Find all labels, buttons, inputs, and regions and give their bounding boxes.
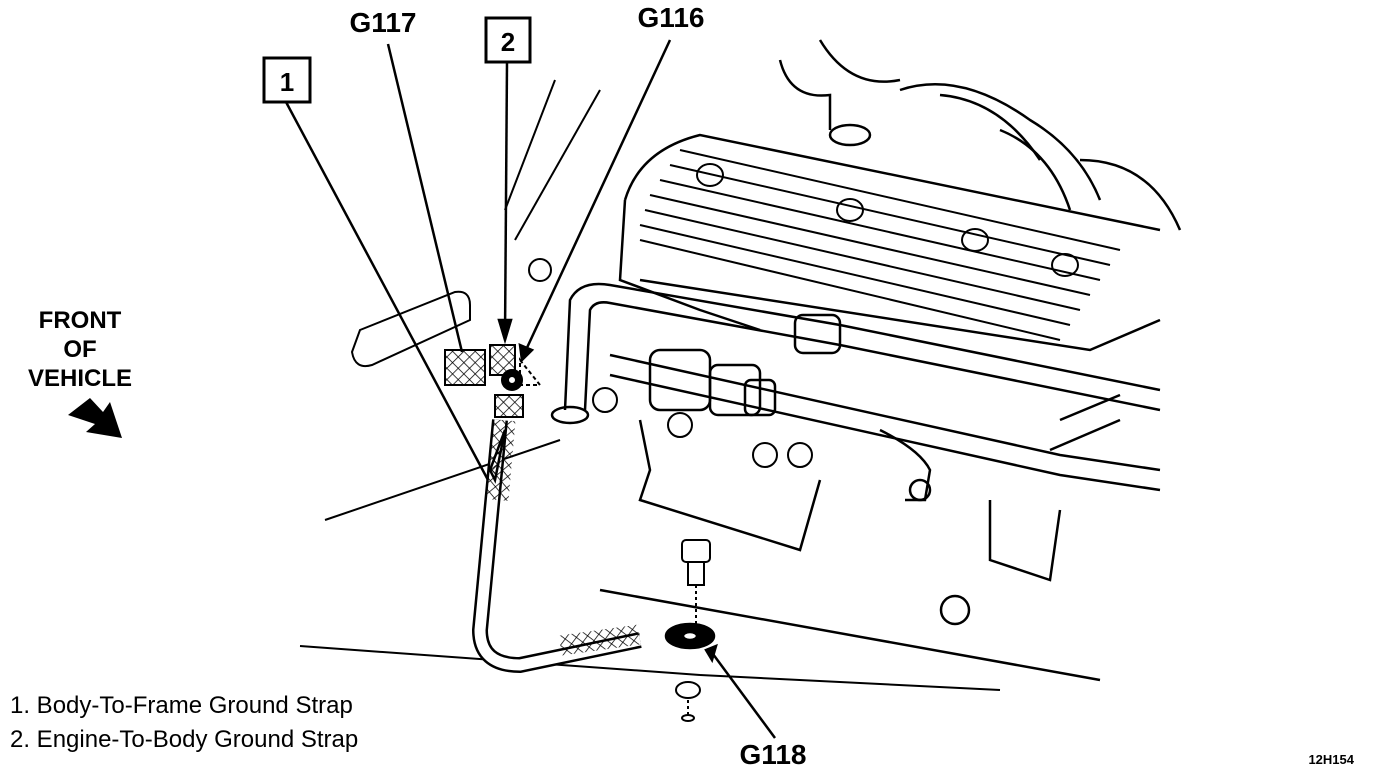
valve-cover-ribs xyxy=(639,149,1121,341)
engine-to-body-ground-strap xyxy=(471,419,716,674)
callout-box-1 xyxy=(262,56,312,104)
callout-box-2 xyxy=(484,16,532,64)
front-label-line2: OF xyxy=(63,336,97,363)
fuel-line-tube xyxy=(550,282,1161,502)
front-arrow xyxy=(68,398,122,438)
engine-block xyxy=(599,39,1182,682)
front-label-line3: VEHICLE xyxy=(27,365,132,392)
legend-item-1: 1. Body-To-Frame Ground Strap xyxy=(10,692,353,719)
legend-item-2: 2. Engine-To-Body Ground Strap xyxy=(10,726,359,753)
bolts xyxy=(528,258,813,722)
leader-lines xyxy=(284,39,777,739)
vehicle-body-lines xyxy=(299,79,1001,691)
front-of-vehicle-label: FRONT OF VEHICLE xyxy=(20,306,140,393)
callout-g116: G116 xyxy=(638,2,705,33)
body-to-frame-ground-strap xyxy=(444,344,543,418)
callout-g117: G117 xyxy=(350,7,417,38)
figure-code: 12H154 xyxy=(1308,752,1354,767)
callout-box-2-label: 2 xyxy=(501,27,515,57)
callout-box-1-label: 1 xyxy=(280,67,294,97)
front-label-line1: FRONT xyxy=(38,307,122,334)
callout-g118: G118 xyxy=(740,739,807,770)
